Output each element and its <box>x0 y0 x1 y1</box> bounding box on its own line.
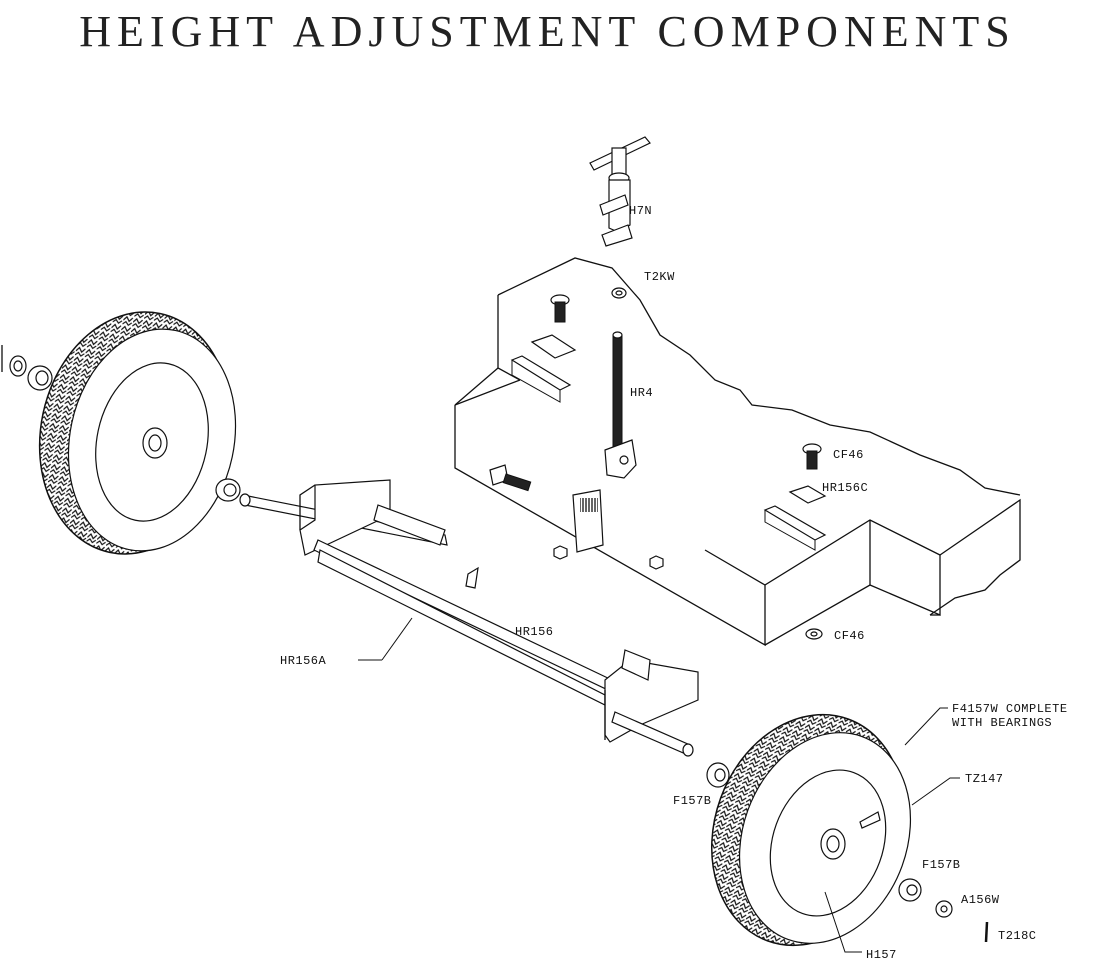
label-f4157w-line2: WITH BEARINGS <box>952 716 1052 730</box>
nut-t2kw <box>611 287 627 299</box>
deck-nuts <box>553 545 823 640</box>
ratchet-bracket-hr156c <box>763 485 827 551</box>
threaded-rod-hr4 <box>604 331 637 479</box>
diagram-title: HEIGHT ADJUSTMENT COMPONENTS <box>79 7 1016 56</box>
label-h7n: H7N <box>629 204 652 218</box>
label-tz147: TZ147 <box>965 772 1004 786</box>
leader-lines <box>358 617 960 953</box>
axle-assembly-hr156 <box>239 479 699 757</box>
label-hr156c: HR156C <box>822 481 868 495</box>
carriage-bolt-top <box>550 294 570 323</box>
label-h157: H157 <box>866 948 897 962</box>
label-f4157w-line1: F4157W COMPLETE <box>952 702 1068 716</box>
label-hr156a: HR156A <box>280 654 327 668</box>
ratchet-bracket-left <box>510 334 577 403</box>
label-hr4: HR4 <box>630 386 653 400</box>
left-bearings <box>1 345 241 502</box>
carriage-bolt-cf46 <box>802 443 822 470</box>
label-f157b-left: F157B <box>673 794 712 808</box>
label-cf46-top: CF46 <box>833 448 864 462</box>
label-a156w: A156W <box>961 893 1000 907</box>
t-handle-h7n <box>589 136 651 247</box>
label-cf46-bottom: CF46 <box>834 629 865 643</box>
label-t2kw: T2KW <box>644 270 675 284</box>
label-hr156: HR156 <box>515 625 554 639</box>
right-bearings <box>706 762 989 943</box>
wheel-left <box>38 311 237 555</box>
label-f157b-right: F157B <box>922 858 961 872</box>
center-ratchet-plate <box>572 489 604 553</box>
wheel-right <box>710 713 912 947</box>
label-t218c: T218C <box>998 929 1037 943</box>
side-bolt <box>489 464 532 492</box>
mower-deck <box>454 257 1021 647</box>
